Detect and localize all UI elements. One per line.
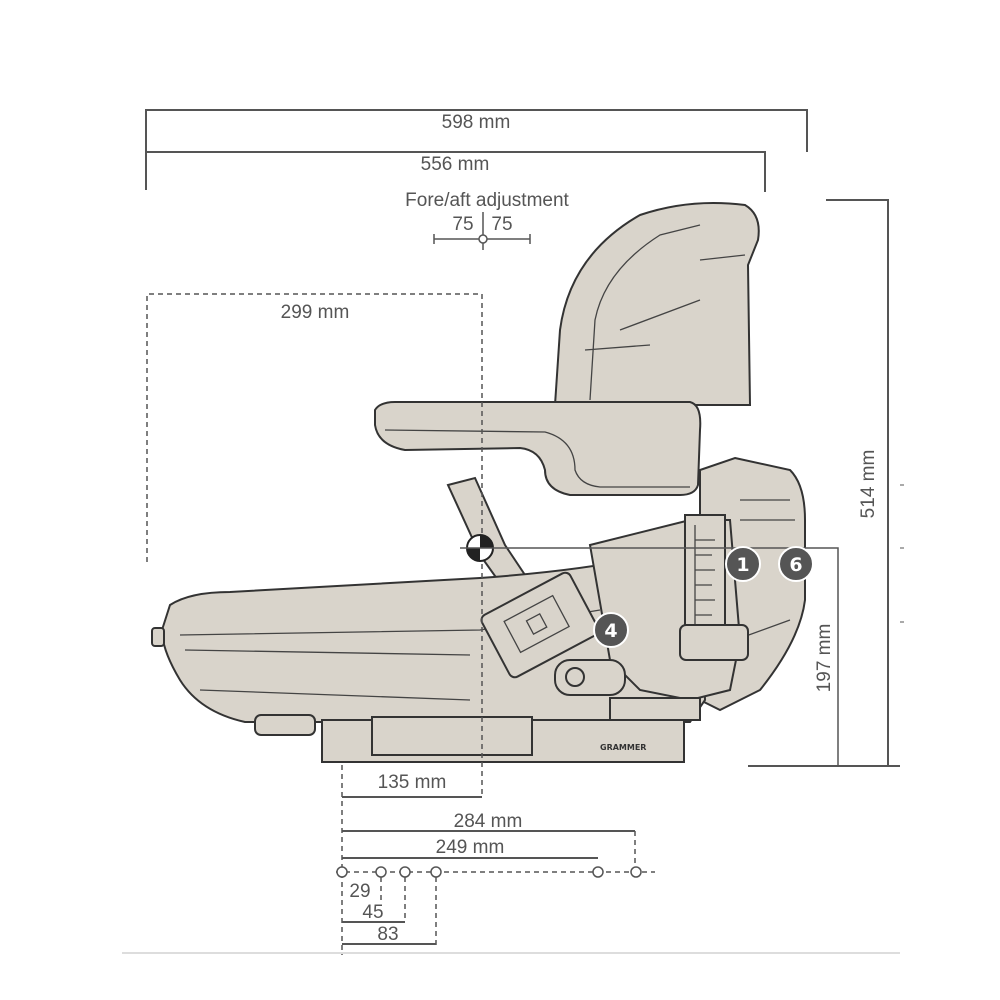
dim-overall-height: 514 mm (858, 450, 879, 519)
armrest-support (446, 476, 527, 592)
callout-1: 1 (725, 546, 761, 582)
brand-label: GRAMMER (600, 743, 646, 752)
armrest (374, 401, 702, 496)
dim-hole-29: 29 (349, 881, 370, 902)
dim-hole-284: 284 mm (454, 811, 523, 832)
dim-hole-249: 249 mm (436, 837, 505, 858)
fore-aft-forward: 75 (491, 214, 512, 235)
fore-aft-title: Fore/aft adjustment (405, 190, 569, 211)
callout-4: 4 (593, 612, 629, 648)
svg-text:6: 6 (789, 554, 802, 576)
dim-mount-to-sip: 135 mm (378, 772, 447, 793)
dim-sip-depth: 299 mm (281, 302, 350, 323)
dim-seat-length: 556 mm (421, 154, 490, 175)
adjustment-scale (684, 514, 726, 631)
lever-box (480, 571, 600, 679)
seat-illustration: GRAMMER (151, 201, 806, 763)
callout-6: 6 (778, 546, 814, 582)
mounting-holes (336, 866, 642, 878)
dim-sip-height: 197 mm (814, 624, 835, 693)
dim-hole-83: 83 (377, 924, 398, 945)
dim-hole-45: 45 (362, 902, 383, 923)
backrest (553, 201, 760, 406)
dim-overall-length: 598 mm (442, 112, 511, 133)
svg-text:1: 1 (736, 554, 749, 576)
fore-aft-back: 75 (452, 214, 473, 235)
svg-text:4: 4 (604, 620, 617, 642)
